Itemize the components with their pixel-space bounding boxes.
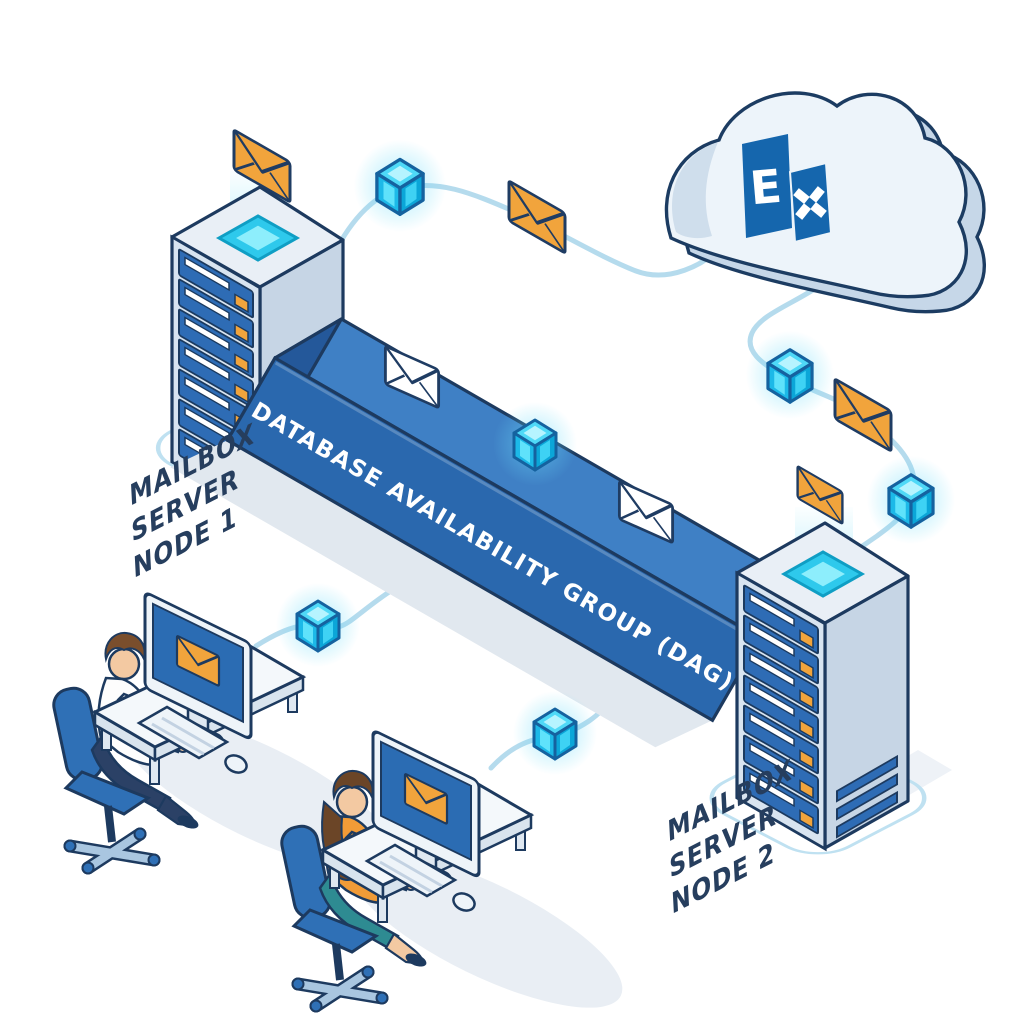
keyboard [364, 843, 458, 898]
user-workstation-2 [280, 730, 535, 1013]
envelope-route-right [833, 377, 893, 453]
data-cube-2 [491, 400, 579, 488]
exchange-logo-x [793, 186, 827, 220]
keyboard [136, 705, 230, 760]
envelope-route-top [507, 179, 567, 255]
chair-base [291, 965, 389, 1013]
monitor [371, 730, 481, 884]
person-head [335, 785, 369, 819]
data-cube-5 [274, 581, 362, 669]
chair-pole [104, 805, 116, 843]
exchange-logo: E [742, 134, 833, 244]
keyboard-keys [379, 854, 443, 894]
keyboard-keys [151, 716, 215, 756]
user-workstation-1 [52, 592, 307, 875]
chair-seat [63, 770, 152, 816]
beam-shadow-band [170, 440, 713, 748]
person-head [107, 647, 141, 681]
data-cube-4 [865, 454, 957, 546]
screen-envelope-icon [175, 635, 221, 687]
exchange-cloud-icon: E [664, 91, 987, 314]
exchange-logo-left-tile [742, 134, 792, 238]
data-cube-3 [744, 329, 836, 421]
chair-pole [332, 943, 344, 981]
chair-seat [291, 908, 380, 954]
mouse [224, 754, 248, 774]
exchange-logo-letter: E [748, 159, 784, 216]
mouse [452, 892, 476, 912]
person-shoe [405, 953, 427, 967]
chair-back [52, 686, 104, 782]
data-cube-1 [352, 137, 448, 234]
screen-envelope-icon [403, 773, 449, 825]
cloud-shade [672, 142, 718, 239]
beam-highlight [274, 361, 757, 642]
chair-base [63, 827, 161, 875]
person-shoe [177, 815, 199, 829]
data-cube-6 [511, 689, 599, 777]
